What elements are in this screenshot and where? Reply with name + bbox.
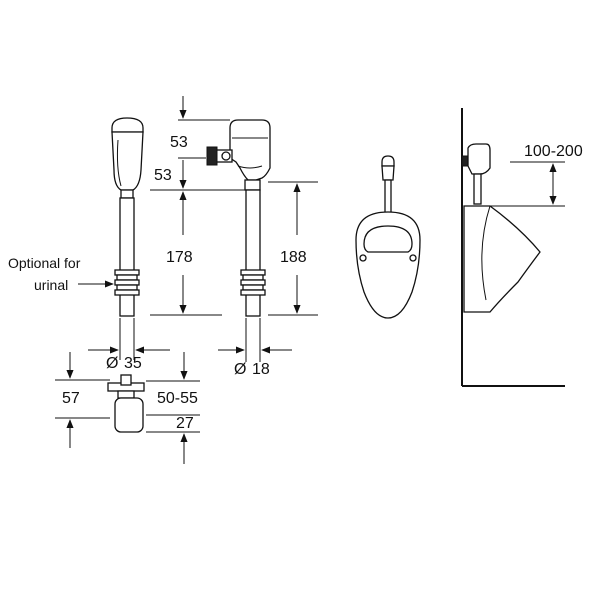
- dimension-178: 178: [150, 192, 222, 316]
- dim-label-53-top: 53: [170, 134, 188, 151]
- connector-fitting: [107, 374, 145, 433]
- dimension-50-55-27: 50-55 27: [146, 352, 200, 464]
- diameter-symbol-right: Ø: [234, 361, 246, 378]
- right-coupling: [240, 269, 266, 296]
- optional-note-line1: Optional for: [8, 255, 81, 271]
- dimension-53-lower: 53: [150, 160, 245, 215]
- dim-label-178: 178: [166, 249, 193, 266]
- dim-label-188: 188: [280, 249, 307, 266]
- dimension-57: 57: [55, 352, 110, 448]
- right-flush-valve-assembly: [206, 119, 271, 317]
- dim-label-100-200: 100-200: [524, 143, 583, 160]
- urinal-front-view: [355, 155, 421, 319]
- dimension-188: 188: [268, 181, 318, 316]
- optional-note: Optional for urinal: [8, 255, 114, 293]
- dimension-diameter-35: Ø 35: [88, 318, 170, 372]
- dim-label-35: 35: [124, 355, 142, 372]
- dim-label-50-55: 50-55: [157, 390, 198, 407]
- diameter-symbol-left: Ø: [106, 355, 118, 372]
- optional-note-line2: urinal: [34, 277, 68, 293]
- dim-label-18: 18: [252, 361, 270, 378]
- dim-label-57: 57: [62, 390, 80, 407]
- dim-label-27: 27: [176, 415, 194, 432]
- dimension-53-top: 53: [170, 96, 230, 159]
- dimension-100-200: 100-200: [490, 143, 583, 207]
- urinal-side-view: [461, 108, 565, 387]
- left-coupling: [114, 269, 140, 296]
- dim-label-53-lower: 53: [154, 167, 172, 184]
- dimension-diameter-18: Ø 18: [218, 318, 292, 378]
- left-flush-valve-assembly: [111, 117, 144, 317]
